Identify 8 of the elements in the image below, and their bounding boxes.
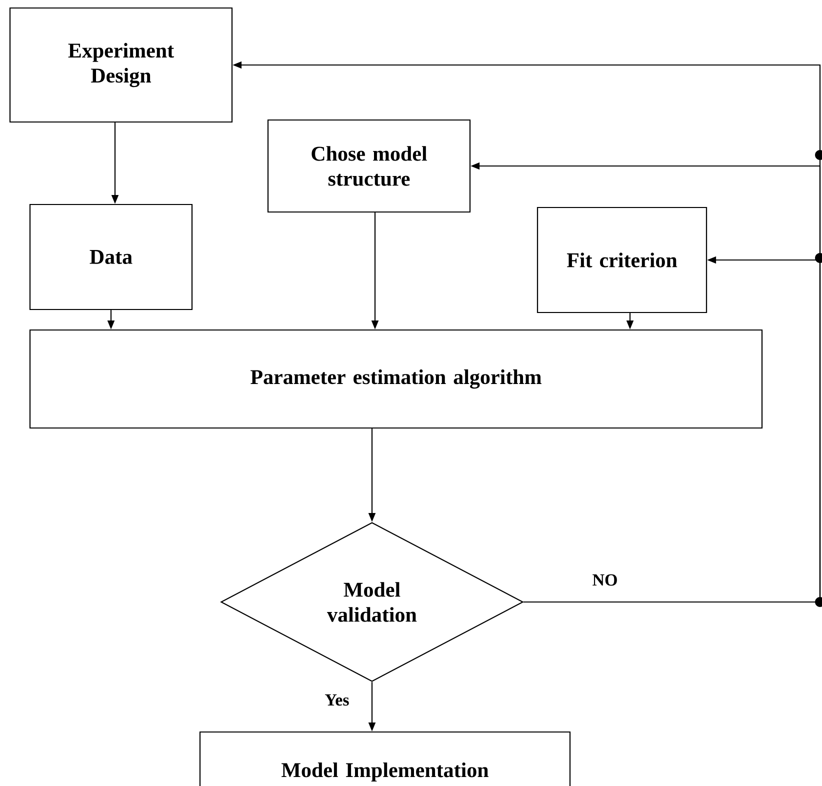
process-box: Chose model structure (267, 119, 471, 213)
process-box: Fit criterion (536, 206, 708, 314)
process-box: Experiment Design (9, 7, 233, 123)
edge-label: Yes (324, 693, 350, 707)
process-box: Parameter estimation algorithm (29, 329, 763, 429)
process-box: Data (29, 204, 193, 310)
process-box: Model Implementation (199, 731, 571, 786)
edge-label: NO (591, 573, 619, 587)
